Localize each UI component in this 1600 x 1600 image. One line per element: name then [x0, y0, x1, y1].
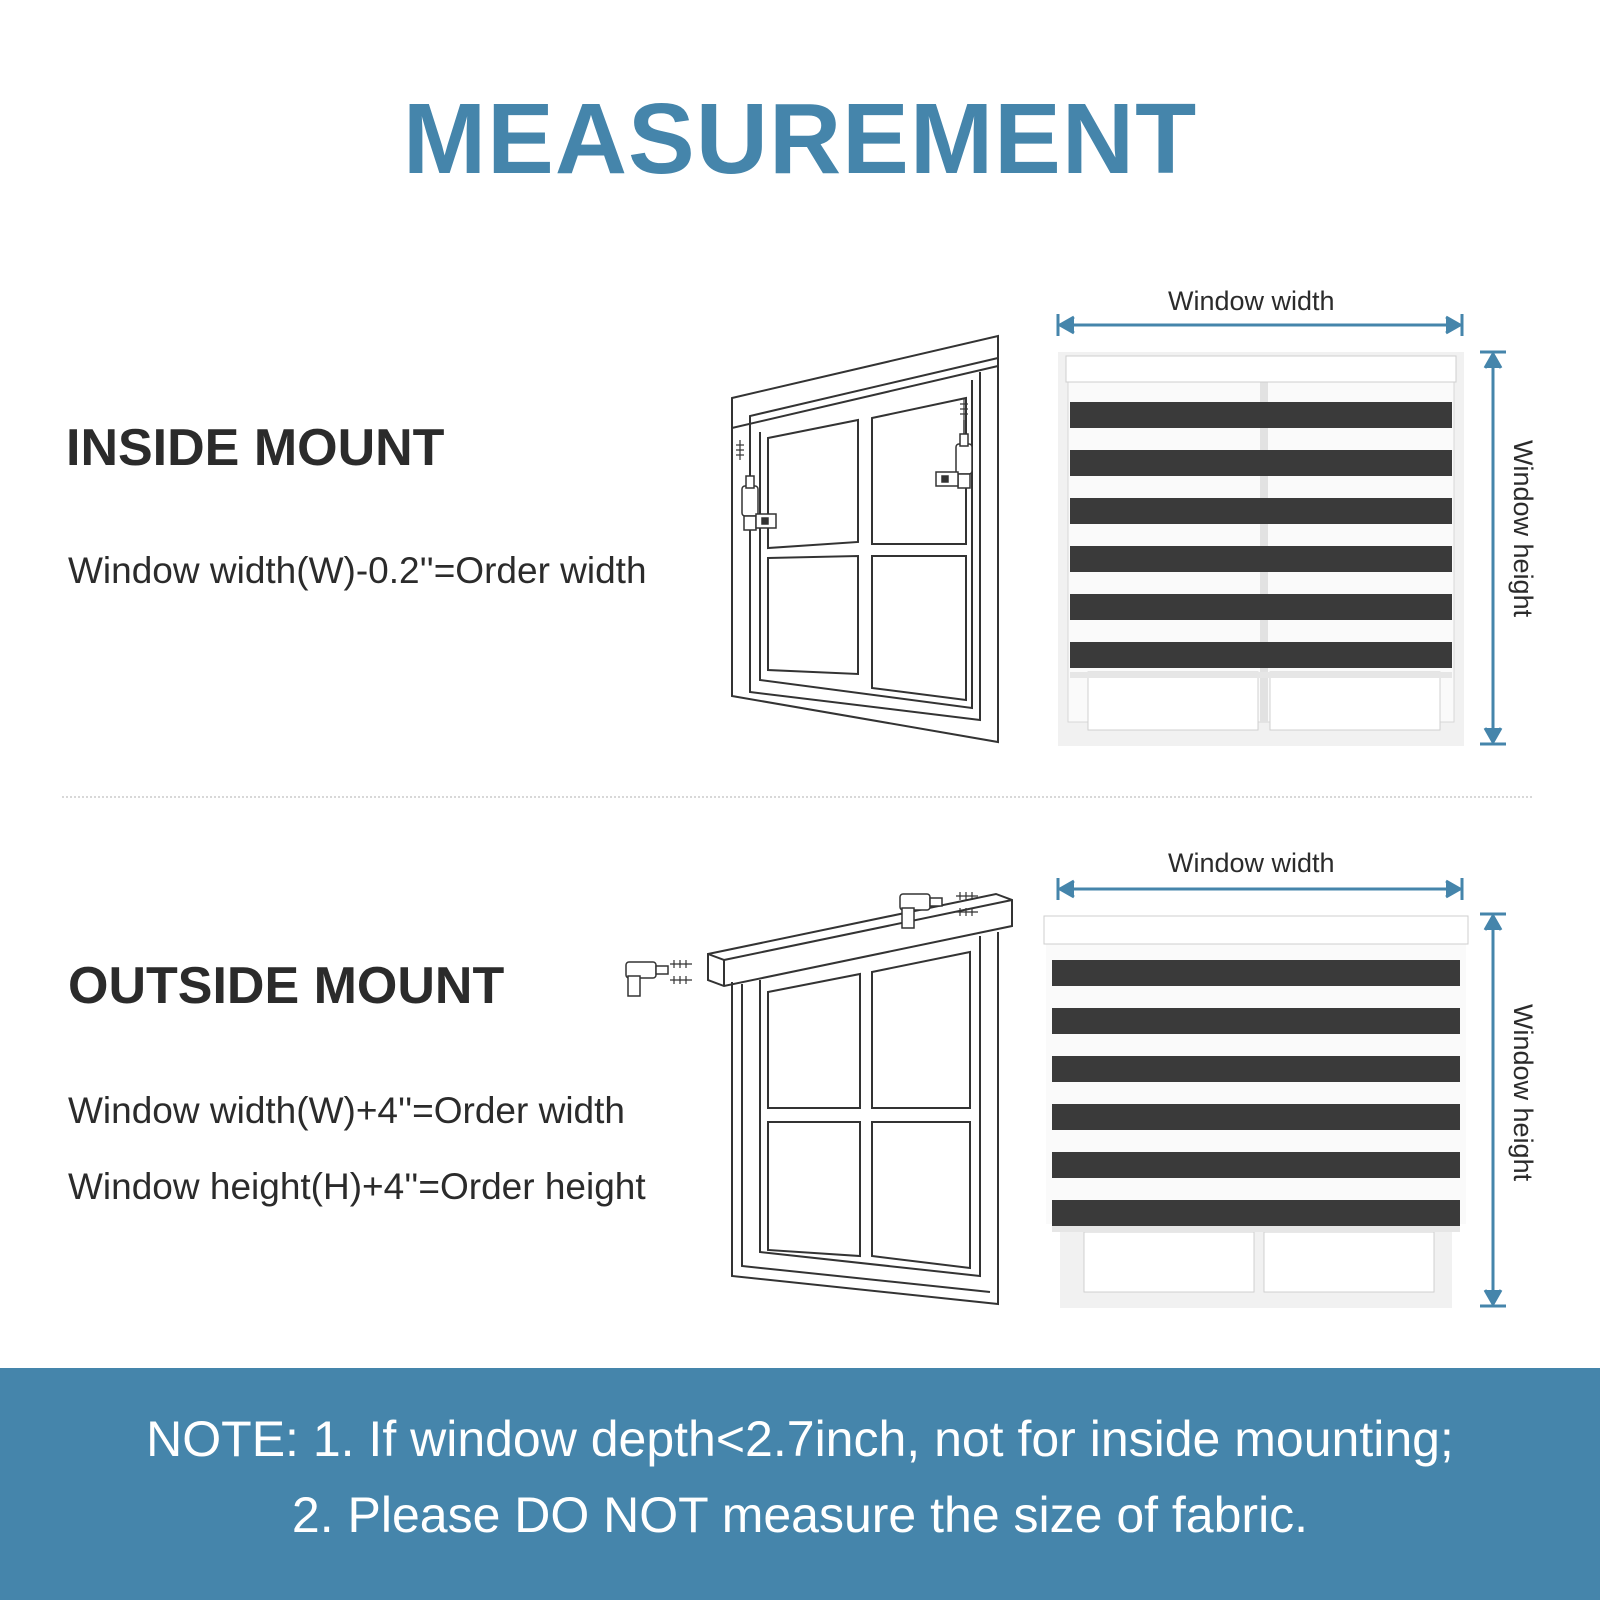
- drill-icon: [955, 420, 973, 489]
- outside-height-label: Window height: [1508, 1004, 1538, 1182]
- outside-height-arrow-icon: [1480, 912, 1506, 1308]
- outside-mount-width-formula: Window width(W)+4''=Order width: [68, 1090, 625, 1131]
- inside-mount-blind-photo: [1058, 352, 1464, 746]
- inside-height-arrow-icon: [1480, 350, 1506, 746]
- inside-mount-window-diagram: [731, 334, 999, 744]
- outside-mount-height-formula: Window height(H)+4''=Order height: [68, 1166, 646, 1207]
- screw-icon: [956, 892, 978, 916]
- outside-mount-heading: OUTSIDE MOUNT: [68, 957, 505, 1015]
- bracket-icon: [755, 513, 777, 529]
- outside-width-arrow-icon: [1056, 878, 1464, 900]
- outside-mount-window-diagram: [625, 892, 1013, 1306]
- screw-icon: [736, 398, 968, 460]
- drill-icon: [625, 961, 669, 997]
- outside-width-label: Window width: [1168, 848, 1335, 878]
- inside-width-arrow-icon: [1056, 314, 1464, 336]
- drill-icon: [741, 460, 759, 531]
- note-banner: NOTE: 1. If window depth<2.7inch, not fo…: [0, 1368, 1600, 1600]
- section-divider: [62, 796, 1532, 798]
- page-title: MEASUREMENT: [402, 83, 1198, 195]
- note-line-1: NOTE: 1. If window depth<2.7inch, not fo…: [146, 1411, 1454, 1467]
- drill-icon: [899, 893, 943, 929]
- inside-mount-formula: Window width(W)-0.2''=Order width: [68, 550, 647, 591]
- bracket-icon: [935, 471, 959, 487]
- outside-mount-blind-photo: [1043, 915, 1469, 1308]
- inside-height-label: Window height: [1508, 440, 1538, 618]
- inside-mount-heading: INSIDE MOUNT: [66, 419, 445, 477]
- screw-icon: [670, 960, 692, 984]
- note-line-2: 2. Please DO NOT measure the size of fab…: [291, 1487, 1309, 1543]
- inside-width-label: Window width: [1168, 286, 1335, 316]
